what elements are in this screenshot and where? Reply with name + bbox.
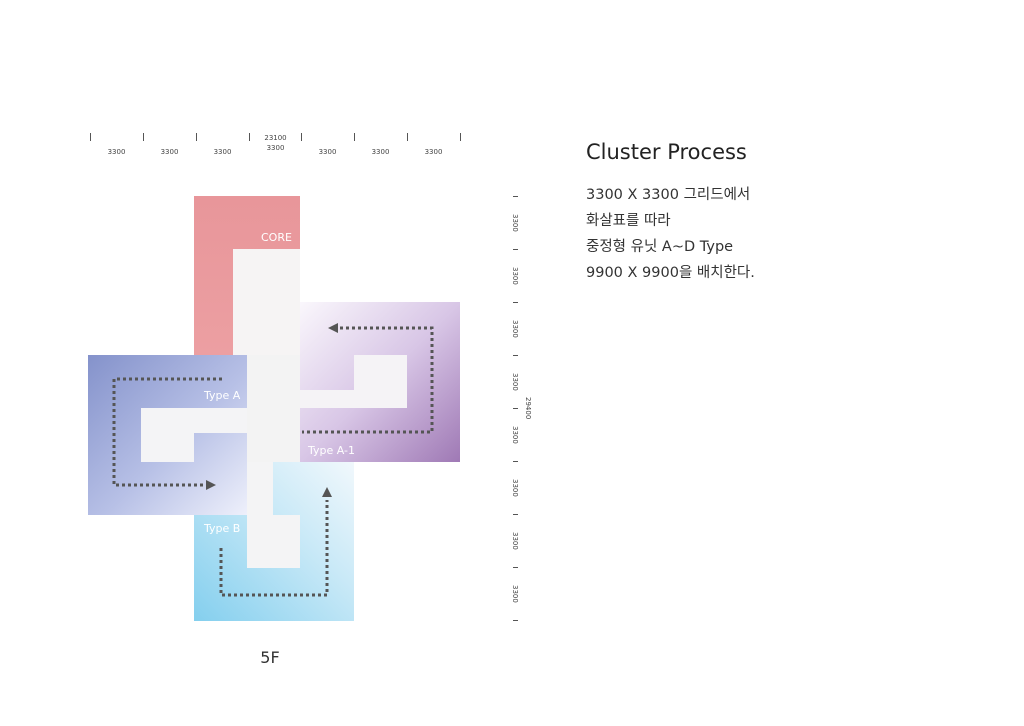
description-line: 3300 X 3300 그리드에서: [586, 187, 751, 203]
floor-label: 5F: [260, 648, 280, 667]
arrow-path-a: [112, 377, 222, 487]
arrow-path-b: [219, 500, 329, 597]
type-a1-label: Type A-1: [307, 444, 355, 457]
arrow-head-right-icon: [206, 480, 216, 490]
dimension-tick: [90, 133, 91, 141]
arrow-path-a1: [302, 326, 434, 434]
type-a-label: Type A: [203, 389, 241, 402]
dimension-tick: [249, 133, 250, 141]
right-dimension-cell: 3300: [511, 266, 519, 285]
right-dimension-cell: 3300: [511, 531, 519, 550]
page-title: Cluster Process: [586, 140, 747, 164]
right-total-dimension: 29400: [524, 397, 532, 420]
core-courtyard: [233, 249, 300, 355]
type-a-unit: [88, 355, 247, 515]
dimension-tick: [513, 196, 518, 197]
dimension-tick: [513, 249, 518, 250]
type-a1-unit: [300, 302, 460, 462]
top-dimension-cell: 3300: [266, 144, 285, 152]
type-b-label: Type B: [203, 522, 240, 535]
type-b-courtyard: [247, 462, 300, 568]
dimension-tick: [513, 567, 518, 568]
dimension-tick: [513, 408, 518, 409]
type-b-unit: [194, 462, 354, 621]
type-a1-courtyard: [300, 355, 407, 408]
top-dimension-cell: 3300: [424, 148, 443, 156]
right-dimension-cell: 3300: [511, 319, 519, 338]
dimension-tick: [513, 620, 518, 621]
dimension-tick: [301, 133, 302, 141]
description-line: 화살표를 따라: [586, 213, 671, 229]
dimension-tick: [354, 133, 355, 141]
arrow-head-up-icon: [322, 487, 332, 497]
description-line: 9900 X 9900을 배치한다.: [586, 265, 755, 281]
description-line: 중정형 유닛 A~D Type: [586, 239, 734, 255]
top-dimension-row: 23100 3300 3300 3300 3300 3300 3300 3300: [88, 126, 463, 166]
top-dimension-cell: 3300: [371, 148, 390, 156]
dimension-tick: [513, 302, 518, 303]
top-dimension-cell: 3300: [213, 148, 232, 156]
circulation-arrows: [112, 326, 434, 597]
top-dimension-cell: 3300: [318, 148, 337, 156]
dimension-tick: [407, 133, 408, 141]
dimension-tick: [513, 355, 518, 356]
right-dimension-cell: 3300: [511, 213, 519, 232]
right-dimension-cell: 3300: [511, 478, 519, 497]
core-label: CORE: [261, 231, 292, 244]
right-dimension-column: 3300 3300 3300 3300 3300 3300 3300 3300 …: [508, 192, 540, 624]
dimension-tick: [513, 514, 518, 515]
description-panel: Cluster Process 3300 X 3300 그리드에서 화살표를 따…: [586, 140, 986, 286]
right-dimension-cell: 3300: [511, 584, 519, 603]
arrow-head-left-icon: [328, 323, 338, 333]
dimension-tick: [513, 461, 518, 462]
dimension-tick: [196, 133, 197, 141]
right-dimension-cell: 3300: [511, 372, 519, 391]
central-void: [247, 355, 300, 462]
right-dimension-cell: 3300: [511, 425, 519, 444]
top-dimension-cell: 3300: [160, 148, 179, 156]
top-total-dimension: 23100: [264, 134, 287, 142]
top-dimension-cell: 3300: [107, 148, 126, 156]
dimension-tick: [143, 133, 144, 141]
dimension-tick: [460, 133, 461, 141]
type-a-courtyard: [141, 408, 247, 462]
